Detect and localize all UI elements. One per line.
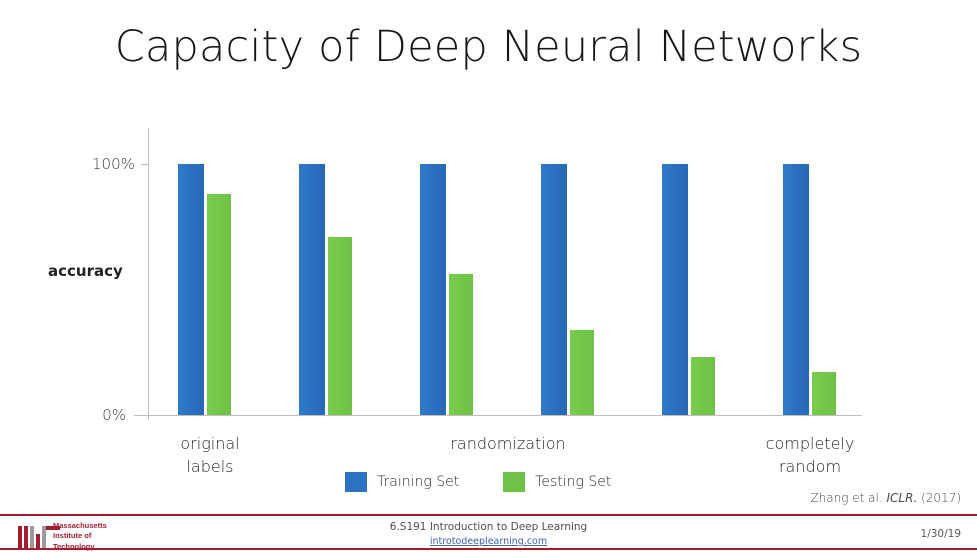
mit-logo-line1: Massachusetts — [53, 521, 107, 530]
mit-logo: Massachusetts Institute of Technology — [18, 521, 107, 552]
footer-course-title: 6.S191 Introduction to Deep Learning — [389, 521, 588, 533]
y-axis-label-0: 0% — [102, 406, 126, 424]
mit-logo-line3: Technology — [53, 541, 95, 551]
footer-bottom-rule — [0, 548, 977, 550]
bar-training-set-3 — [420, 164, 446, 415]
x-label-line1: completely — [765, 434, 855, 453]
x-label-line2: labels — [186, 457, 234, 477]
citation-year: (2017) — [921, 491, 961, 505]
bar-training-set-5 — [662, 164, 688, 415]
y-tick-0 — [134, 415, 149, 416]
legend-label-training: Training Set — [377, 474, 460, 490]
page-title: Capacity of Deep Neural Networks — [114, 22, 863, 72]
bar-training-set-6 — [783, 164, 809, 415]
y-axis-title: accuracy — [48, 262, 123, 280]
y-axis-line — [148, 128, 149, 420]
bar-testing-set-1 — [207, 194, 231, 415]
bar-testing-set-2 — [328, 236, 352, 415]
legend-item-training-set[interactable]: Training Set — [345, 472, 459, 492]
x-axis-line — [140, 415, 862, 416]
legend-item-testing-set[interactable]: Testing Set — [503, 472, 611, 492]
bar-testing-set-4 — [570, 329, 594, 415]
bar-testing-set-6 — [812, 372, 836, 415]
mit-logo-line2: Institute of — [53, 531, 92, 541]
footer-center: 6.S191 Introduction to Deep Learning int… — [0, 520, 977, 549]
legend-swatch-icon-training — [345, 472, 367, 492]
citation: Zhang et al. ICLR. (2017) — [810, 491, 961, 505]
x-label-line1: randomization — [450, 434, 566, 453]
citation-source: ICLR. — [886, 491, 918, 505]
legend-swatch-icon-testing — [503, 472, 526, 492]
legend-label-testing: Testing Set — [535, 474, 612, 490]
x-axis-label-original-labels: original labels — [140, 432, 280, 478]
chart-legend: Training Set Testing Set — [345, 472, 611, 492]
footer-site-link[interactable]: introtodeeplearning.com — [429, 536, 548, 548]
y-axis-label-100: 100% — [92, 155, 135, 173]
mit-logo-text: Massachusetts Institute of Technology — [53, 521, 107, 552]
bar-training-set-2 — [299, 164, 325, 415]
bar-chart: 100% 0% accuracy original labels randomi… — [48, 128, 890, 492]
footer-date: 1/30/19 — [920, 528, 961, 540]
x-label-line1: original — [180, 434, 240, 453]
citation-author: Zhang et al. — [810, 491, 883, 505]
x-axis-label-randomization: randomization — [428, 432, 588, 455]
bar-training-set-1 — [178, 164, 204, 415]
bar-training-set-4 — [541, 164, 567, 415]
y-tick-100 — [141, 164, 149, 165]
bar-testing-set-3 — [449, 274, 473, 415]
mit-logo-icon — [18, 525, 60, 548]
mit-logo-tbar — [46, 526, 60, 530]
bar-testing-set-5 — [691, 357, 715, 415]
plot-area — [148, 128, 862, 415]
x-label-line2: random — [778, 457, 842, 477]
footer-bar: Massachusetts Institute of Technology 6.… — [0, 514, 977, 552]
x-axis-label-completely-random: completely random — [730, 432, 890, 478]
